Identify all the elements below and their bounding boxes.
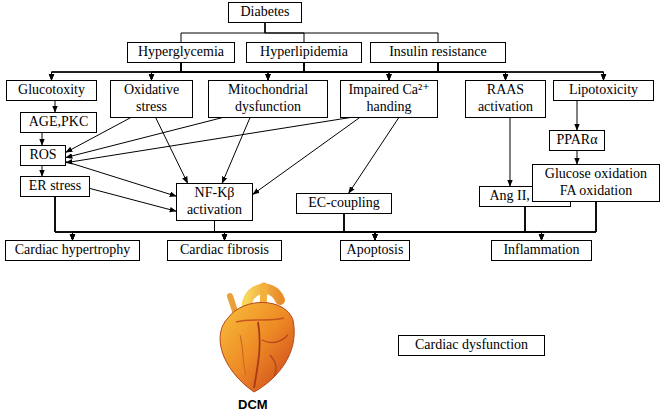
arrow-connector	[215, 221, 225, 240]
box-label: PPARα	[554, 132, 600, 149]
process-box: Mitochondrial dysfunction	[208, 80, 328, 118]
process-box: ROS	[20, 145, 66, 166]
process-box: AGE,PKC	[20, 112, 97, 133]
process-box: Insulin resistance	[370, 42, 506, 63]
process-box: NF-Kβ activation	[176, 183, 253, 221]
arrow-connector	[265, 23, 304, 42]
outcome-box: Cardiac hypertrophy	[5, 240, 140, 261]
process-box: Impaired Ca²⁺ handing	[340, 80, 438, 118]
arrow-connector	[215, 221, 376, 240]
arrow-connector	[225, 202, 597, 240]
process-box: Oxidative stress	[110, 80, 193, 118]
arrow-connector	[349, 118, 399, 193]
process-box: Glucose oxidation FA oxidation	[532, 164, 660, 202]
box-label: RAAS activation	[470, 82, 541, 116]
arrow-connector	[42, 166, 43, 176]
box-label: Insulin resistance	[375, 44, 501, 61]
arrow-connector	[152, 63, 439, 80]
arrow-connector	[52, 63, 439, 80]
arrow-connector	[438, 63, 506, 80]
arrow-connector	[90, 188, 176, 211]
process-box: EC-coupling	[296, 193, 392, 214]
arrow-connector	[265, 23, 438, 42]
arrow-connector	[438, 63, 604, 80]
arrow-connector	[52, 63, 182, 80]
arrow-connector	[152, 63, 305, 80]
arrow-connector	[42, 133, 43, 145]
arrow-connector	[152, 63, 182, 80]
box-label: Mitochondrial dysfunction	[213, 82, 323, 116]
box-label: Cardiac hypertrophy	[10, 242, 135, 259]
box-label: Inflammation	[496, 242, 587, 259]
process-box: Hyperlipidemia	[246, 42, 362, 63]
arrow-connector	[510, 118, 511, 186]
arrow-connector	[304, 63, 604, 80]
box-label: Glucotoxity	[11, 82, 92, 99]
arrow-connector	[156, 118, 188, 183]
arrow-connector	[375, 207, 525, 240]
arrow-connector	[375, 202, 596, 240]
box-label: ER stress	[25, 178, 85, 195]
process-box: Lipotoxicity	[553, 80, 654, 101]
figure-label: DCM	[238, 397, 268, 412]
box-label: Hyperlipidemia	[251, 44, 357, 61]
arrow-connector	[304, 63, 389, 80]
arrow-connector	[304, 63, 506, 80]
box-label: Diabetes	[233, 4, 297, 21]
arrow-connector	[344, 214, 375, 240]
arrow-connector	[181, 63, 506, 80]
arrow-connector	[52, 63, 305, 80]
box-label: AGE,PKC	[25, 114, 92, 131]
box-label: Oxidative stress	[115, 82, 188, 116]
arrow-connector	[577, 151, 578, 164]
process-box: Hyperglycemia	[127, 42, 235, 63]
box-label: Apoptosis	[345, 242, 405, 259]
arrow-connector	[525, 207, 542, 240]
arrow-connector	[215, 221, 542, 240]
arrow-connector	[542, 202, 597, 240]
arrow-connector	[181, 63, 604, 80]
arrow-connector	[55, 197, 73, 240]
outcome-box: Cardiac fibrosis	[167, 240, 282, 261]
box-label: Hyperglycemia	[132, 44, 230, 61]
process-box: ER stress	[20, 176, 90, 197]
arrow-connector	[268, 63, 438, 80]
arrow-connector	[222, 118, 250, 183]
box-label: NF-Kβ activation	[181, 185, 248, 219]
box-label: Impaired Ca²⁺ handing	[345, 82, 433, 116]
box-label: Lipotoxicity	[558, 82, 649, 99]
box-label: Cardiac dysfunction	[403, 337, 540, 354]
outcome-box: Apoptosis	[340, 240, 410, 261]
arrow-connector	[577, 101, 578, 130]
box-label: Cardiac fibrosis	[172, 242, 277, 259]
process-box: Glucotoxity	[6, 80, 97, 101]
process-box: PPARα	[549, 130, 605, 151]
box-label: EC-coupling	[301, 195, 387, 212]
arrow-connector	[181, 23, 265, 42]
process-box: Diabetes	[228, 2, 302, 23]
arrow-connector	[73, 221, 215, 240]
arrow-connector	[66, 118, 350, 163]
arrow-connector	[389, 63, 438, 80]
arrow-connector	[253, 118, 360, 195]
process-box: RAAS activation	[465, 80, 546, 118]
arrow-connector	[268, 63, 304, 80]
box-label: ROS	[25, 147, 61, 164]
box-label: Glucose oxidation FA oxidation	[537, 166, 655, 200]
outcome-box: Cardiac dysfunction	[398, 335, 545, 356]
arrow-connector	[344, 214, 542, 240]
outcome-box: Inflammation	[491, 240, 592, 261]
arrow-connector	[181, 63, 389, 80]
arrow-connector	[181, 63, 268, 80]
arrow-connector	[55, 101, 56, 112]
